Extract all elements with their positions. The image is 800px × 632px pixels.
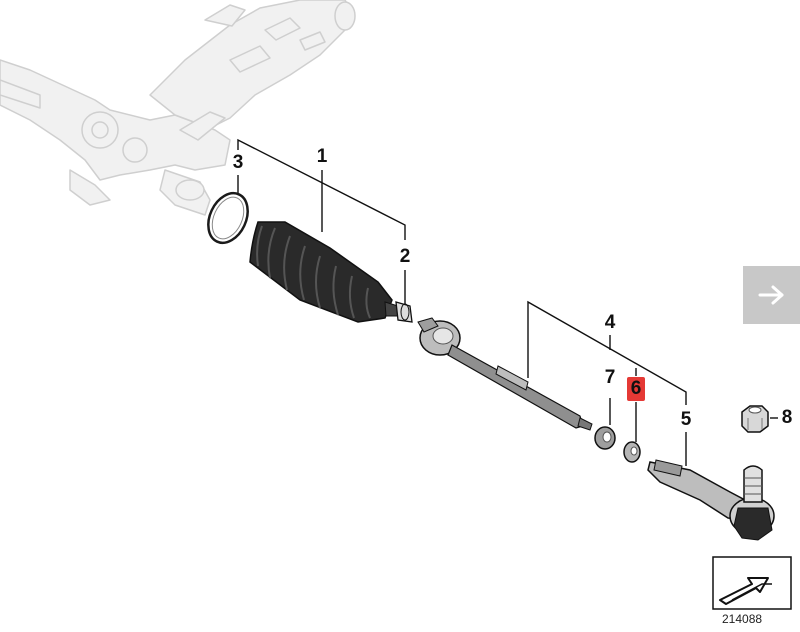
orientation-indicator — [712, 556, 792, 610]
small-clamp — [395, 301, 413, 323]
clamp-ring — [207, 191, 249, 245]
clamp-ring-inner — [211, 196, 245, 240]
callout-3[interactable]: 3 — [232, 152, 244, 173]
leader-lines — [237, 138, 778, 466]
callout-7[interactable]: 7 — [604, 367, 616, 388]
arrow-right-icon — [758, 285, 783, 305]
lock-nut — [594, 426, 616, 450]
callout-2[interactable]: 2 — [399, 246, 411, 267]
diagram-number: 214088 — [722, 612, 763, 626]
callout-4[interactable]: 4 — [604, 312, 616, 333]
steering-rack-housing — [0, 0, 356, 216]
tie-rod-end — [647, 459, 775, 541]
bellows-boot — [249, 221, 399, 323]
callout-5[interactable]: 5 — [680, 409, 692, 430]
callout-8[interactable]: 8 — [781, 407, 793, 428]
callout-6-highlighted[interactable]: 6 — [627, 377, 645, 401]
washer — [623, 441, 641, 463]
inner-tie-rod — [417, 317, 593, 431]
self-locking-nut — [741, 405, 769, 433]
callout-1[interactable]: 1 — [316, 146, 328, 167]
next-diagram-button[interactable] — [743, 266, 800, 324]
orientation-arrow-icon — [712, 556, 792, 610]
